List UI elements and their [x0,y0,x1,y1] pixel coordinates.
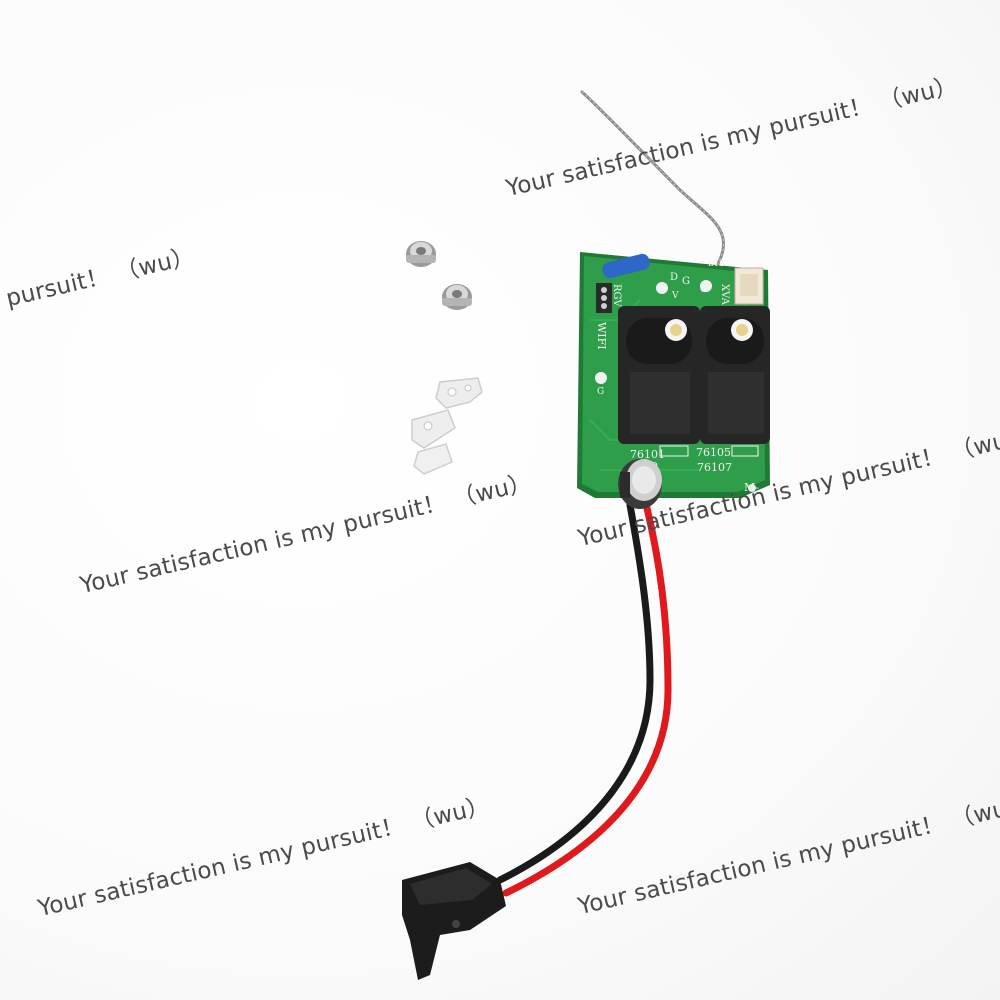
label-76105: 76105 [696,446,731,459]
black-wire [496,501,654,884]
screw-icon [442,284,472,310]
label-b18: B18 [708,259,724,268]
power-connector [402,862,506,980]
label-rgv: RGV [611,284,622,308]
label-d: D [670,272,678,283]
servo-left [618,306,700,444]
screw-icon [406,241,436,267]
label-g-left: G [597,387,604,397]
label-76101: 76101 [630,448,665,461]
servo-right [700,306,770,444]
antenna-wire [580,90,725,266]
capacitor [618,459,662,509]
label-g-top: G [682,276,690,287]
label-m: M- [744,481,759,494]
label-wifi: WIFI [595,322,608,350]
receiver-board: WIFI RGV G D V G XVA B18 G 76101 76105 7… [577,252,770,509]
label-76107: 76107 [697,461,732,474]
servo-horns [411,377,483,475]
red-wire [502,496,672,897]
label-g-mid: G [700,285,707,295]
label-v: V [671,291,679,301]
label-xva: XVA [719,284,730,306]
